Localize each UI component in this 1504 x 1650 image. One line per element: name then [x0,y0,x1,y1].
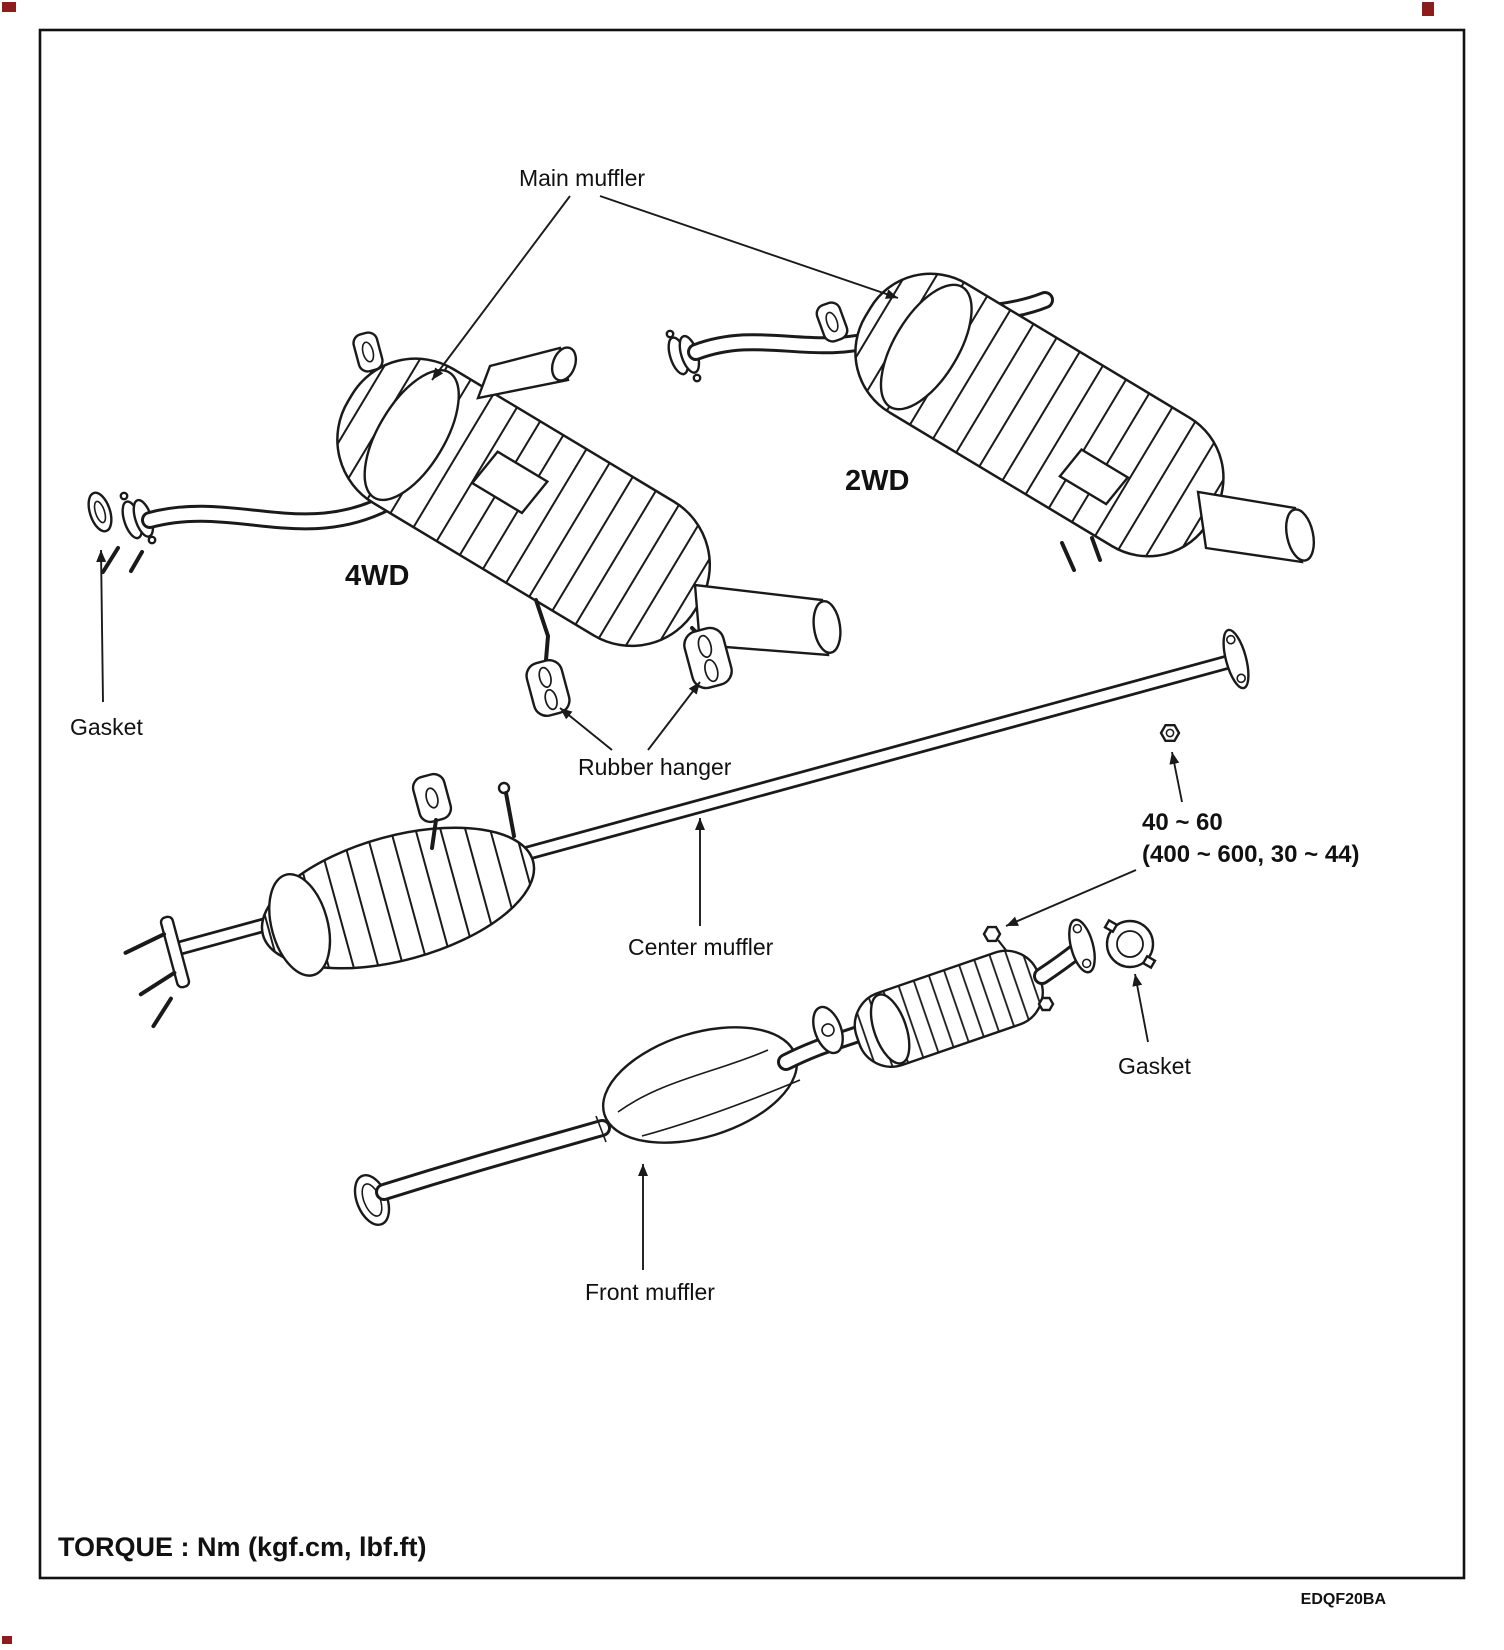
front-muffler-drawing: Front muffler [353,918,1096,1305]
scan-artifact [2,1636,12,1644]
label-front-muffler: Front muffler [585,1279,715,1305]
nut [1159,723,1181,743]
gasket-left-part [87,491,157,574]
label-gasket-right: Gasket [1118,1053,1191,1079]
scan-artifact [2,2,16,12]
gasket-right-part: Gasket [1103,918,1191,1079]
hanger-bracket [815,301,849,343]
label-4wd: 4WD [345,560,409,592]
torque-note: TORQUE : Nm (kgf.cm, lbf.ft) [58,1532,427,1562]
muffler-4wd-drawing: 4WD [87,331,842,662]
page-border [38,28,1466,1580]
center-muffler-drawing: Center muffler [123,628,1250,1029]
scan-artifact [1422,2,1434,16]
label-gasket-left: Gasket [70,714,143,740]
torque-value: 40 ~ 60 [1142,809,1223,836]
doc-code: EDQF20BA [1301,1591,1387,1608]
torque-callout: 40 ~ 60 (400 ~ 600, 30 ~ 44) [1005,751,1360,927]
label-rubber-hanger: Rubber hanger [578,754,732,780]
nut [1037,996,1055,1012]
main-muffler-callout: Main muffler [431,165,899,381]
muffler-2wd-drawing: 2WD [665,272,1316,572]
label-main-muffler: Main muffler [519,165,645,191]
torque-detail: (400 ~ 600, 30 ~ 44) [1142,841,1360,868]
label-2wd: 2WD [845,465,909,497]
label-center-muffler: Center muffler [628,934,774,960]
rubber-hangers: Rubber hanger [525,626,733,780]
gasket-left-callout: Gasket [70,549,143,740]
